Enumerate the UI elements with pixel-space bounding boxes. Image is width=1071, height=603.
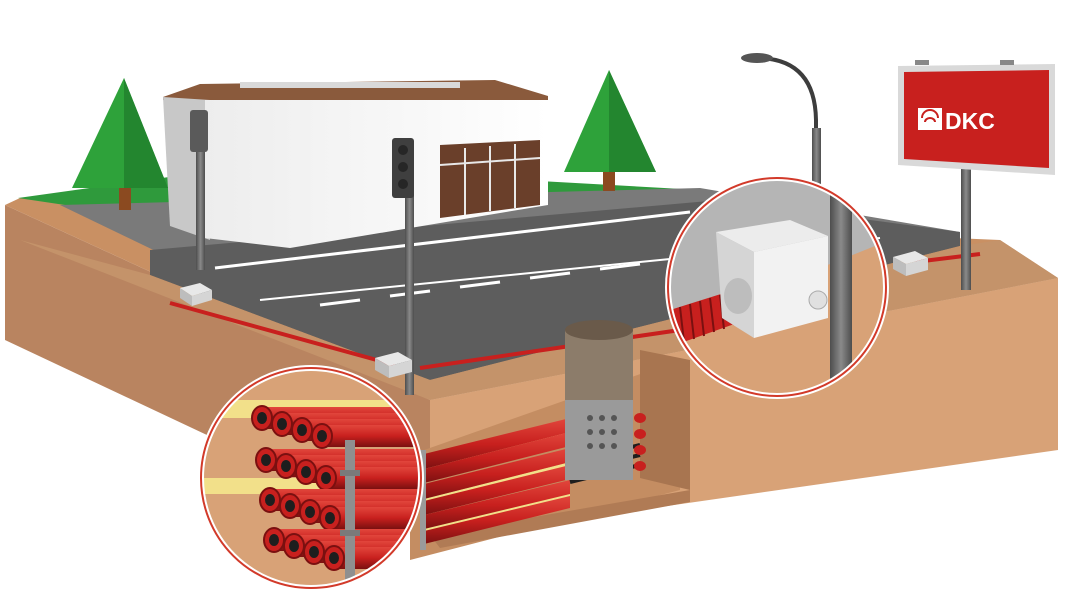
junction-box-icon <box>893 251 928 276</box>
junction-box-icon <box>375 352 412 378</box>
pipe-opening <box>257 412 267 424</box>
tree-icon <box>72 78 168 210</box>
billboard-brand: DKC <box>945 108 995 134</box>
trench-floor <box>430 490 690 548</box>
pipe-opening <box>301 466 311 478</box>
trench <box>410 320 690 560</box>
junction-box-icon <box>716 220 828 338</box>
callout-junction-box <box>665 175 889 399</box>
pipe-opening <box>269 534 279 546</box>
pipe-opening <box>317 430 327 442</box>
pipe-opening <box>325 512 335 524</box>
callout-pipe-bundle <box>198 365 424 591</box>
pipe-opening <box>265 494 275 506</box>
brand-logo-icon <box>918 108 942 130</box>
building-parapet <box>240 82 460 88</box>
pipe-opening <box>285 500 295 512</box>
pipe-opening <box>297 424 307 436</box>
junction-box-icon <box>180 283 212 306</box>
building <box>163 80 548 248</box>
pipe-opening <box>309 546 319 558</box>
pole <box>830 178 852 396</box>
entrance-doors <box>439 144 541 215</box>
pipe-support <box>420 450 426 550</box>
tree-icon <box>564 70 656 191</box>
traffic-light-icon <box>190 110 208 270</box>
traffic-light-icon <box>392 138 414 395</box>
pipe-opening <box>321 472 331 484</box>
pipe-opening <box>281 460 291 472</box>
manhole-icon <box>565 320 633 480</box>
pipe-opening <box>261 454 271 466</box>
billboard-pole <box>961 168 971 290</box>
road-markings <box>214 210 881 307</box>
pipe-opening <box>277 418 287 430</box>
trench-pipes <box>420 418 570 545</box>
trench-right-wall <box>640 350 690 490</box>
pipe-opening <box>289 540 299 552</box>
pipe-opening <box>329 552 339 564</box>
pipe-stubs <box>634 413 646 471</box>
pipe-opening <box>305 506 315 518</box>
streetlight-icon <box>741 53 821 192</box>
billboard: DKC <box>898 60 1055 175</box>
billboard-panel <box>904 70 1049 168</box>
